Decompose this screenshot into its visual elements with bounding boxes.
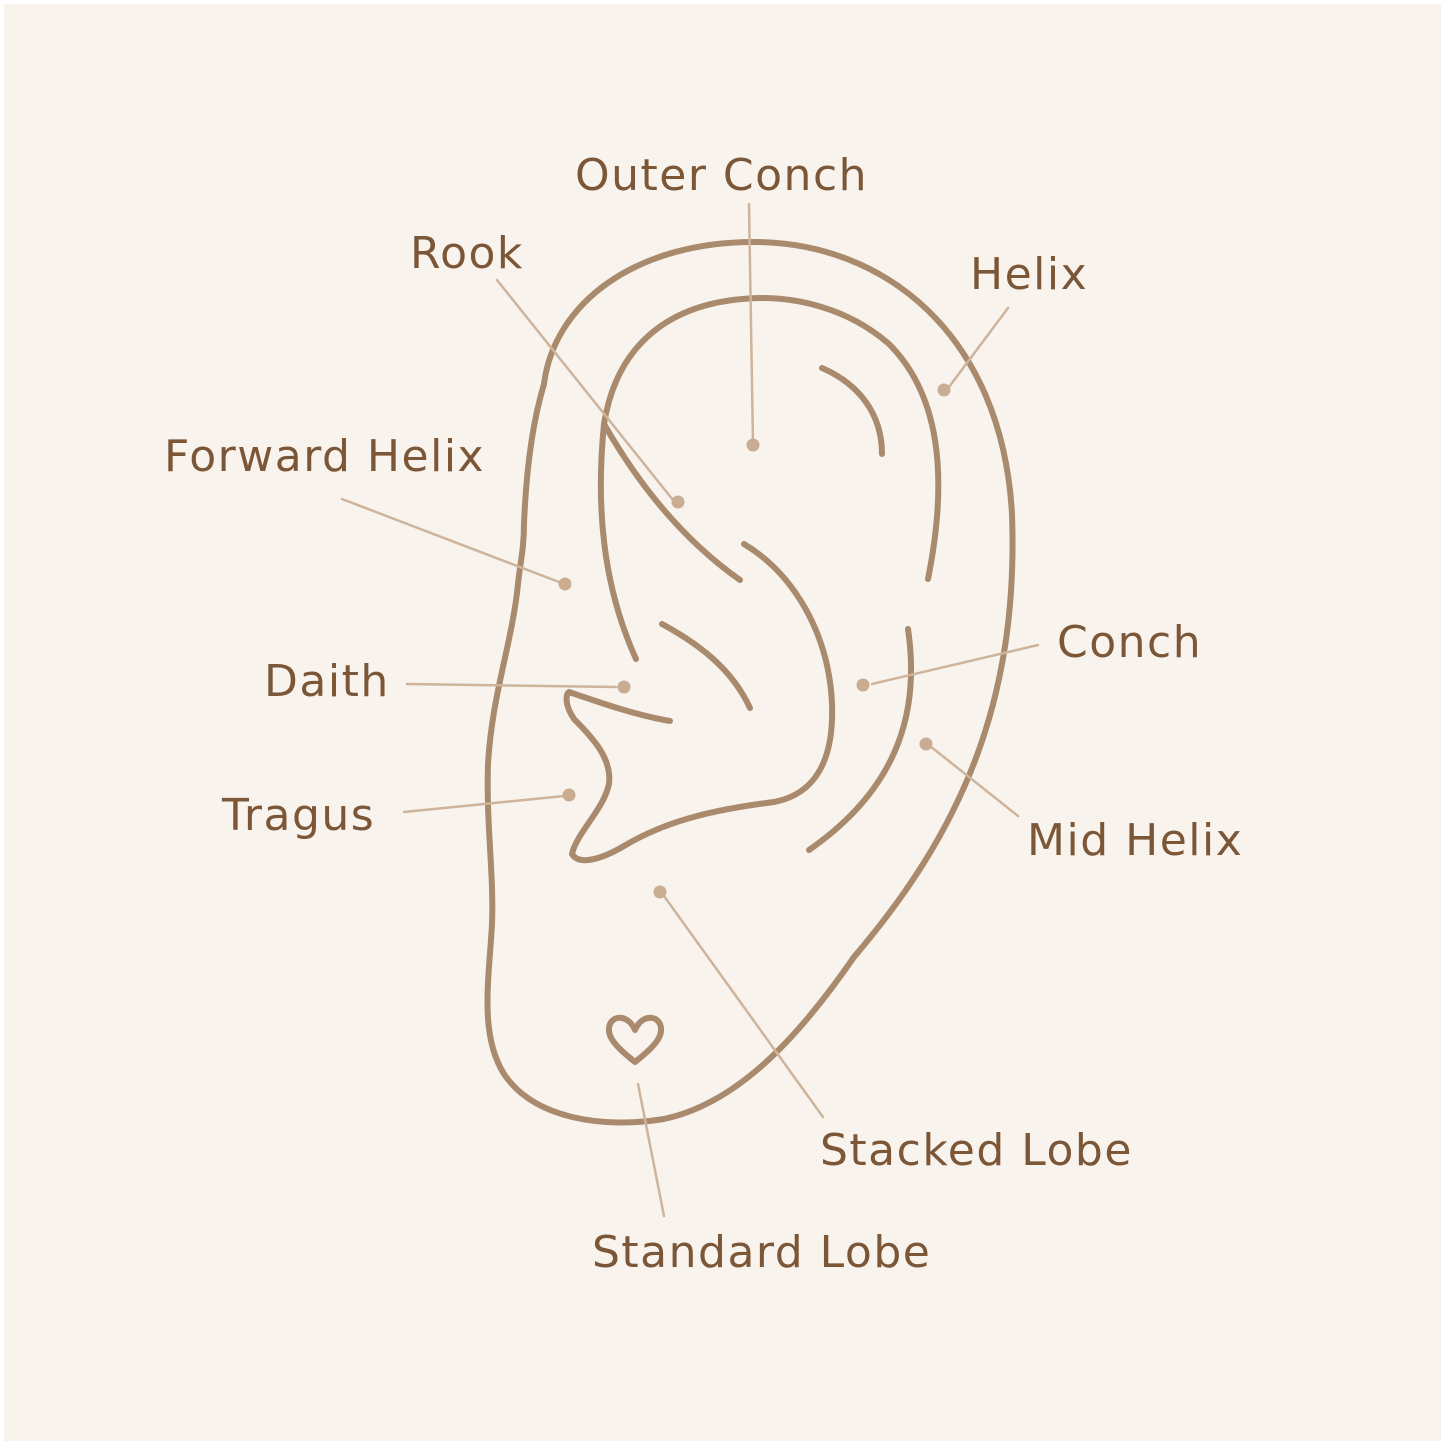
label-daith: Daith: [264, 656, 390, 707]
leader-stacked-lobe: [662, 894, 825, 1119]
label-stacked-lobe: Stacked Lobe: [820, 1125, 1133, 1176]
dot-outer-conch: [746, 438, 760, 452]
label-forward-helix: Forward Helix: [164, 431, 485, 482]
label-outer-conch: Outer Conch: [575, 150, 868, 201]
heart-icon: [605, 1014, 665, 1065]
diagram-canvas: Outer Conch Rook Helix Forward Helix Dai…: [4, 4, 1441, 1441]
ear-outer-rim: [484, 239, 1016, 1126]
ear-piercing-diagram: Outer Conch Rook Helix Forward Helix Dai…: [164, 150, 1243, 1278]
label-helix: Helix: [970, 249, 1088, 300]
dot-forward-helix: [558, 577, 572, 591]
inner-crus: [659, 621, 753, 711]
dot-helix: [937, 383, 951, 397]
upper-antihelix-curve: [819, 365, 885, 457]
ear-drawing: [484, 239, 1016, 1126]
dot-stacked-lobe: [653, 885, 667, 899]
leader-rook: [495, 278, 675, 502]
leader-outer-conch: [747, 202, 755, 446]
dot-daith: [617, 680, 631, 694]
leader-helix: [947, 306, 1010, 389]
label-conch: Conch: [1057, 617, 1202, 668]
dot-conch: [856, 678, 870, 692]
antihelix: [563, 541, 836, 864]
dot-mid-helix: [919, 737, 933, 751]
leader-mid-helix: [928, 744, 1020, 818]
label-tragus: Tragus: [221, 790, 375, 841]
label-mid-helix: Mid Helix: [1027, 815, 1243, 866]
labels: Outer Conch Rook Helix Forward Helix Dai…: [164, 150, 1243, 1278]
leader-lines: [340, 202, 1040, 1218]
mid-helix-inner-curve: [806, 626, 915, 853]
leader-forward-helix: [340, 497, 561, 584]
leader-daith: [405, 682, 618, 689]
label-standard-lobe: Standard Lobe: [592, 1227, 931, 1278]
dot-tragus: [562, 788, 576, 802]
leader-standard-lobe: [636, 1082, 666, 1218]
label-rook: Rook: [410, 228, 524, 279]
dot-rook: [671, 495, 685, 509]
rook-crus: [601, 421, 743, 583]
leader-tragus: [402, 794, 566, 814]
helix-inner-ridge: [597, 295, 942, 662]
leader-conch: [870, 643, 1040, 686]
